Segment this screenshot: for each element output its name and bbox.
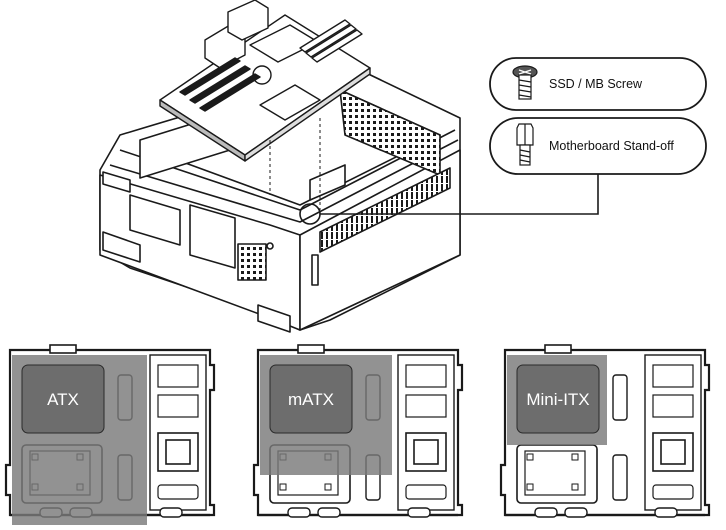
tray-panel-atx: ATX: [4, 344, 216, 525]
ssd-mb-screw-label: SSD / MB Screw: [549, 77, 643, 91]
chipset-heatsink: [259, 84, 321, 121]
tray-panel-matx: mATX: [252, 344, 464, 518]
tray-panels: ATX mATX Mini-ITX: [4, 344, 711, 525]
motherboard-standoff-label: Motherboard Stand-off: [549, 139, 674, 153]
motherboard-illustration: [159, 0, 371, 162]
case-illustration: [99, 69, 461, 333]
case-foot: [102, 171, 131, 193]
case-foot: [257, 304, 291, 333]
front-vent: [237, 243, 267, 281]
callout-ssd-mb-screw: SSD / MB Screw: [489, 57, 707, 111]
form-factor-label: mATX: [288, 390, 334, 409]
form-factor-label: ATX: [47, 390, 79, 409]
form-factor-label: Mini-ITX: [526, 390, 589, 409]
case-foot: [102, 231, 141, 263]
tray-panel-mini-itx: Mini-ITX: [499, 344, 711, 518]
callout-motherboard-standoff: Motherboard Stand-off: [489, 117, 707, 175]
standoff-leader: [299, 172, 599, 225]
screw-icon: [512, 65, 538, 100]
side-slots: [319, 167, 451, 253]
standoff-icon: [516, 123, 534, 166]
